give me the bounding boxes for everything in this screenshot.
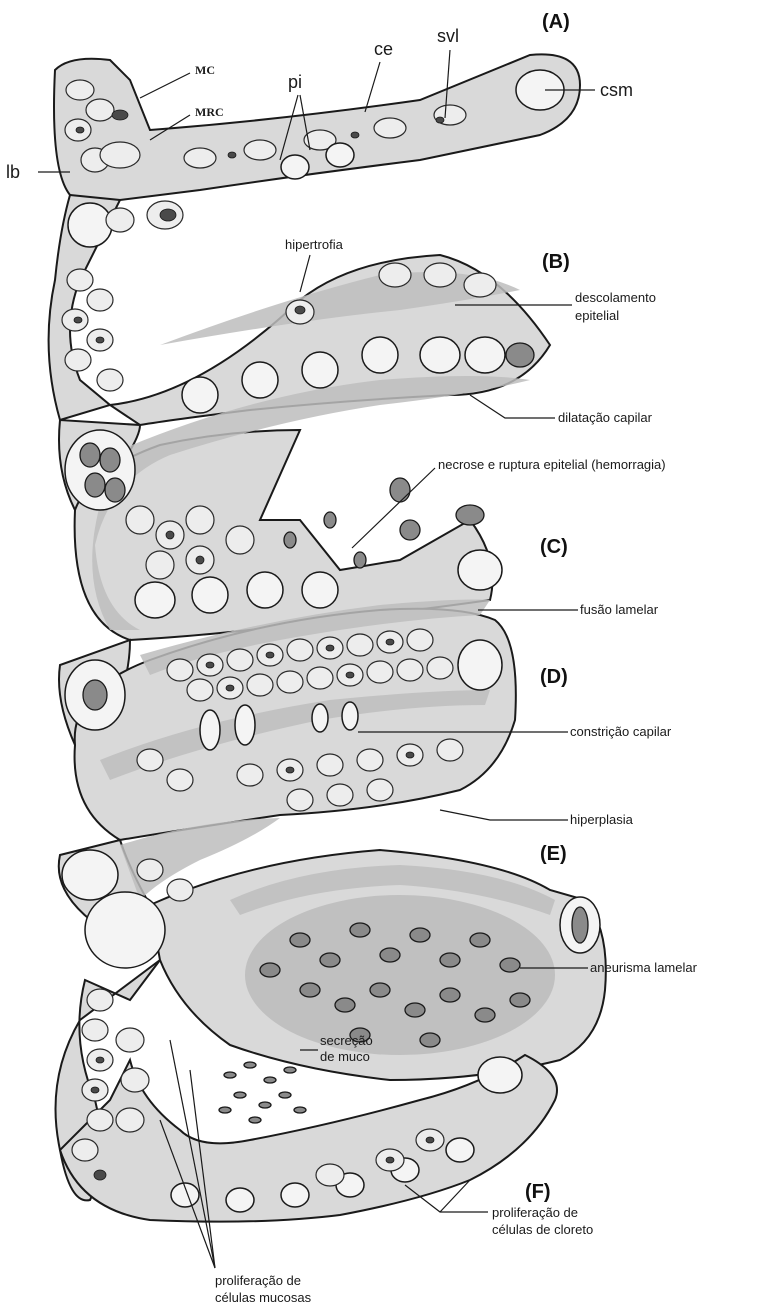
panel-label-c: (C) (540, 536, 568, 558)
mucus-secretion-mass (219, 1062, 306, 1123)
cells-bc (65, 430, 135, 510)
label-svl: svl (437, 26, 459, 46)
panel-label-e: (E) (540, 843, 567, 865)
label-hiperplasia: hiperplasia (570, 812, 634, 827)
label-fusao: fusão lamelar (580, 602, 659, 617)
label-constricao: constrição capilar (570, 724, 672, 739)
label-aneurisma: aneurisma lamelar (590, 960, 698, 975)
label-secrecao-2: de muco (320, 1049, 370, 1064)
label-secrecao-1: secreção (320, 1033, 373, 1048)
panel-label-d: (D) (540, 666, 568, 688)
panel-label-b: (B) (542, 251, 570, 273)
label-ce: ce (374, 39, 393, 59)
leader-dilatacao (470, 395, 555, 418)
label-hipertrofia: hipertrofia (285, 237, 344, 252)
leader-hiperplasia (440, 810, 568, 820)
leader-hipertrofia (300, 255, 310, 292)
label-descolamento-1: descolamento (575, 290, 656, 305)
label-cloreto-1: proliferação de (492, 1205, 578, 1220)
panel-label-f: (F) (525, 1181, 551, 1203)
label-descolamento-2: epitelial (575, 308, 619, 323)
label-mrc: MRC (195, 105, 224, 119)
cells-cd (65, 660, 125, 730)
label-dilatacao: dilatação capilar (558, 410, 653, 425)
label-mucosas-2: células mucosas (215, 1290, 312, 1305)
label-lb: lb (6, 162, 20, 182)
cells-ab (62, 201, 183, 391)
label-necrose: necrose e ruptura epitelial (hemorragia) (438, 457, 666, 472)
label-mc: MC (195, 63, 215, 77)
label-cloreto-2: células de cloreto (492, 1222, 593, 1237)
panel-label-a: (A) (542, 11, 570, 33)
leader-mc (140, 73, 190, 98)
label-pi: pi (288, 72, 302, 92)
leader-ce (365, 62, 380, 112)
label-mucosas-1: proliferação de (215, 1273, 301, 1288)
label-csm: csm (600, 80, 633, 100)
